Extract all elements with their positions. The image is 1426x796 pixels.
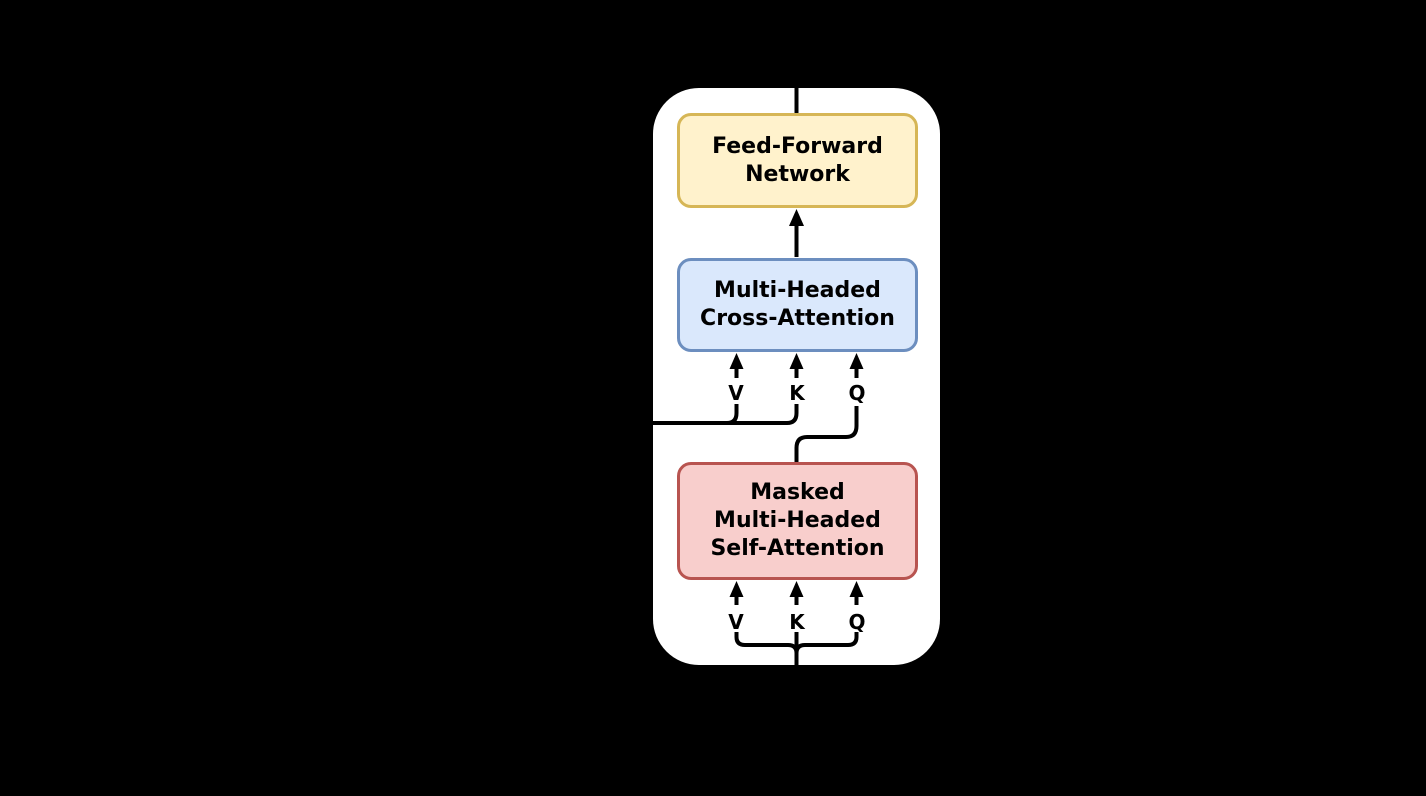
self-v-arrowhead — [729, 581, 744, 597]
ffn-arrowhead — [789, 209, 804, 226]
self-attention-v-label: V — [728, 610, 744, 634]
input-brace-left — [734, 632, 799, 654]
cross-k-arrowhead — [789, 353, 804, 369]
cross-q-arrowhead — [849, 353, 864, 369]
cross-attention-v-label: V — [728, 381, 744, 405]
feed-forward-network-block: Feed-Forward Network — [677, 113, 918, 208]
self-k-arrowhead — [789, 581, 804, 597]
encoder-v-branch-line — [726, 404, 739, 425]
input-brace-right — [794, 632, 859, 654]
self-to-q-line — [794, 406, 859, 462]
self-attention-q-label: Q — [848, 610, 866, 634]
block-label-line: Multi-Headed — [714, 508, 881, 533]
cross-attention-k-label: K — [789, 381, 805, 405]
block-label-line: Network — [745, 161, 850, 187]
cross-attention-q-label: Q — [848, 381, 866, 405]
self-q-arrowhead — [849, 581, 864, 597]
masked-self-attention-block: Masked Multi-Headed Self-Attention — [677, 462, 918, 580]
block-label-line: Multi-Headed — [714, 278, 881, 303]
block-label-line: Feed-Forward — [712, 133, 883, 159]
self-attention-k-label: K — [789, 610, 805, 634]
cross-attention-block: Multi-Headed Cross-Attention — [677, 258, 918, 352]
block-label-line: Cross-Attention — [700, 306, 895, 331]
block-label-line: Masked — [750, 480, 845, 505]
encoder-kv-line — [560, 404, 799, 425]
block-label-line: Self-Attention — [710, 536, 885, 561]
cross-v-arrowhead — [729, 353, 744, 369]
